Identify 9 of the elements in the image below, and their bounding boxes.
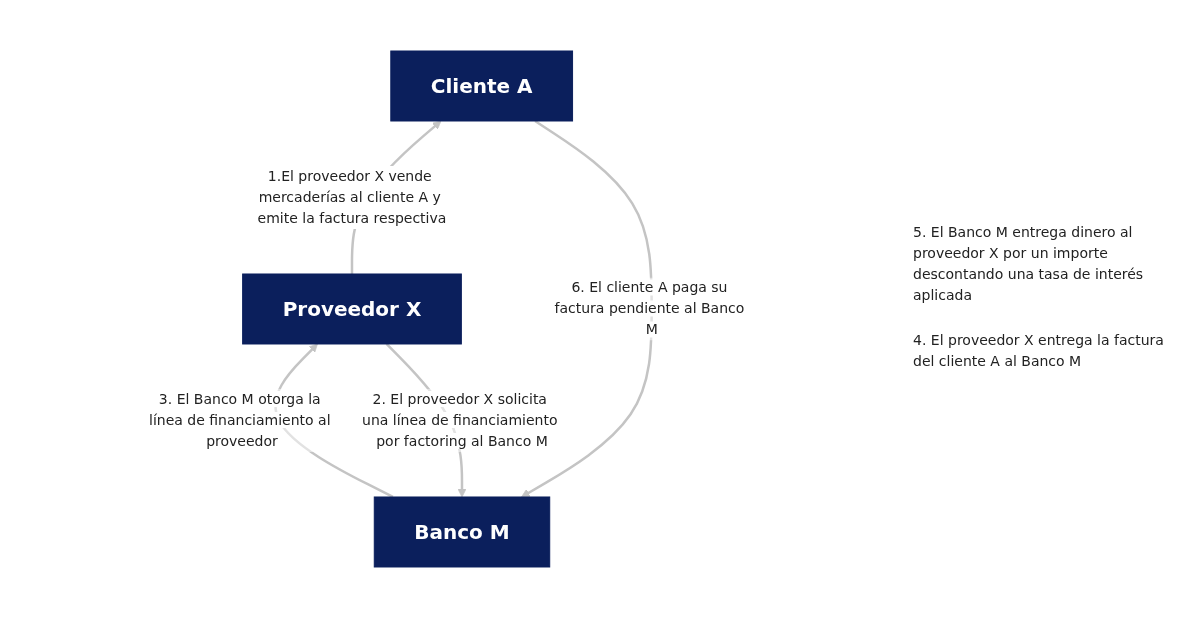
edge-label: 1.El proveedor X vende mercaderías al cliente A y emite la factura respectiva	[257, 168, 447, 226]
edge-label: 3. El Banco M otorga la línea de financiamiento al proveedor	[148, 390, 331, 449]
node-box: Proveedor X	[241, 273, 462, 345]
node-box: Banco M	[373, 496, 550, 568]
edge-label: 2. El proveedor X solicita una línea de financiamiento por factoring al Banco M	[361, 390, 558, 449]
edge-label: 6. El cliente A paga su factura pendiente al Banco M	[554, 279, 744, 338]
node-box: Cliente A	[389, 50, 573, 122]
note-text: 5. El Banco M entrega dinero al proveedor X por un importe descontando una tasa de interés aplicada	[913, 223, 1145, 305]
note-text: 4. El proveedor X entrega la factura del cliente A al Banco M	[913, 331, 1165, 371]
